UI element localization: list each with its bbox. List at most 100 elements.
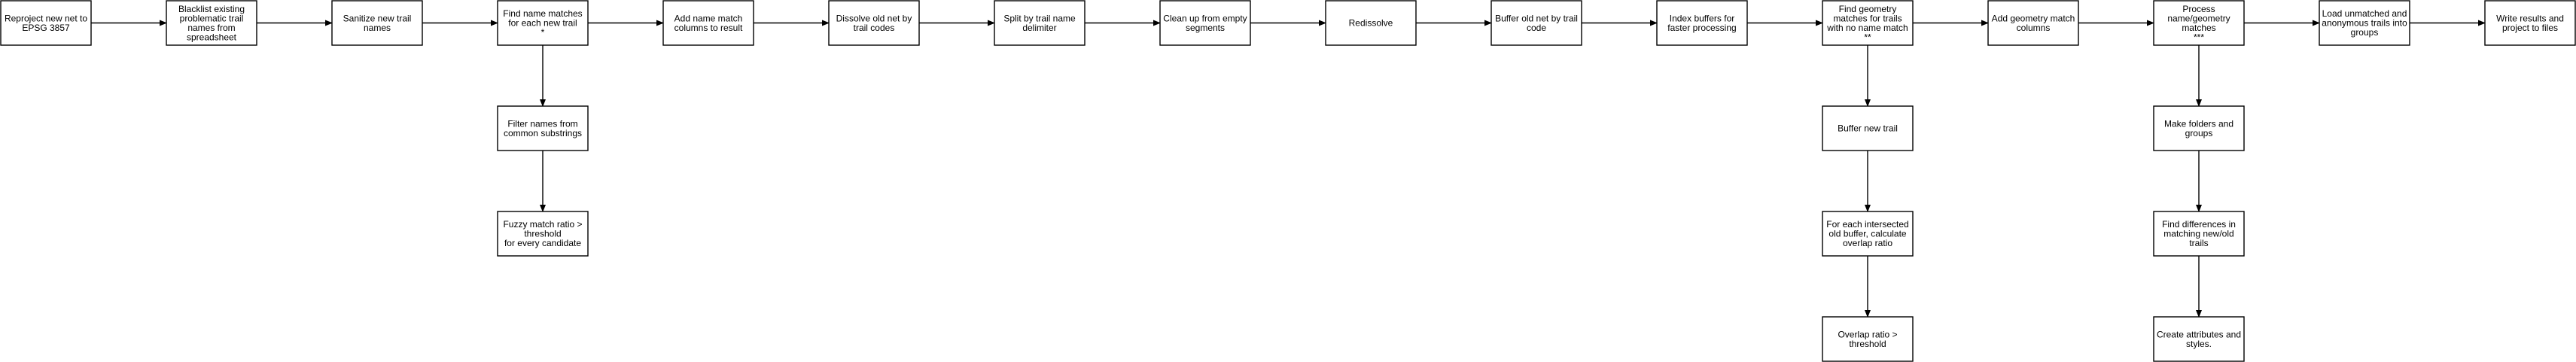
flowchart-node-label: faster processing [1667, 23, 1736, 33]
flowchart-node-label: Blacklist existing [178, 4, 245, 14]
flowchart-node-label: Redissolve [1349, 18, 1393, 29]
flowchart-node-label: Find name matches [503, 8, 582, 19]
flowchart-node-label: trails [2189, 238, 2208, 248]
flowchart-node-label: threshold [524, 229, 561, 239]
flowchart-node-box [1822, 316, 1914, 362]
flowchart-node-label: Index buffers for [1670, 13, 1735, 23]
flowchart-node-label: Buffer old net by trail [1495, 13, 1578, 23]
flowchart-node-box [2153, 0, 2245, 46]
flowchart-node-label: styles. [2186, 339, 2212, 349]
flowchart-edges [91, 20, 2486, 318]
flowchart-node-label: overlap ratio [1843, 238, 1892, 248]
flowchart-node-box [1656, 0, 1748, 46]
flowchart-node-label: code [1527, 23, 1546, 33]
flowchart-node-label: project to files [2502, 23, 2558, 33]
flowchart-node-box [497, 211, 589, 257]
flowchart-node-label: Clean up from empty [1163, 13, 1247, 23]
flowchart-node-label: Fuzzy match ratio > [503, 219, 582, 230]
flowchart-node-label: Overlap ratio > [1838, 329, 1897, 339]
flowchart-node-box [1490, 0, 1582, 46]
flowchart-node-label: Filter names from [507, 118, 577, 129]
flowchart-node-label: Make folders and [2164, 118, 2233, 129]
flowchart-node-box [2319, 0, 2410, 46]
flowchart-node-label: Dissolve old net by [836, 13, 912, 23]
flowchart-node-label: Add name match [674, 13, 743, 23]
flowchart-node-label: ** [1864, 32, 1871, 42]
flowchart-node-box [1325, 0, 1417, 46]
flowchart-node-label: common substrings [504, 128, 582, 138]
flowchart-node-box [1159, 0, 1251, 46]
flowchart-node-label: for each new trail [508, 18, 577, 29]
flowchart-node-box [1987, 0, 2079, 46]
flowchart-node-label: with no name match [1826, 23, 1908, 33]
flowchart-node-box [2484, 0, 2576, 46]
flowchart-node-label: matches [2182, 23, 2215, 33]
flowchart-node-b1: Buffer new trail [1822, 105, 1914, 151]
flowchart-node-label: name/geometry [2167, 13, 2230, 23]
flowchart-node-label: * [541, 27, 545, 38]
flowchart-node-box [994, 0, 1086, 46]
flowchart-node-label: Load unmatched and [2322, 8, 2407, 19]
flowchart-node-label: threshold [1849, 339, 1886, 349]
flowchart-node-box [1822, 0, 1914, 46]
flowchart-node-label: *** [2194, 32, 2204, 42]
flowchart-node-box [497, 105, 589, 151]
flowchart-node-label: problematic trail [180, 13, 244, 23]
flowchart-node-label: Reproject new net to [5, 13, 87, 23]
flowchart-node-box [331, 0, 423, 46]
flowchart-node-label: For each intersected [1826, 219, 1908, 230]
flowchart-node-box [828, 0, 920, 46]
flowchart-node-box [0, 0, 92, 46]
flowchart-node-label: Add geometry match [1992, 13, 2075, 23]
flowchart-node-box [166, 0, 257, 46]
flowchart-node-box [2153, 211, 2245, 257]
flowchart-node-box [1822, 105, 1914, 151]
flowchart-node-label: Write results and [2496, 13, 2564, 23]
flowchart-node-b3: Overlap ratio >threshold [1822, 316, 1914, 362]
flowchart-node-label: columns to result [674, 23, 743, 33]
flowchart-node-label: matching new/old [2163, 229, 2233, 239]
flowchart-node-label: names from [187, 23, 235, 33]
flowchart-node-label: delimiter [1022, 23, 1056, 33]
flowchart-node-box [662, 0, 754, 46]
flowchart-node-label: Process [2182, 4, 2215, 14]
flowchart-node-label: old buffer, calculate [1828, 229, 1907, 239]
flowchart-node-label: Buffer new trail [1838, 123, 1898, 134]
flowchart-node-label: Create attributes and [2157, 329, 2241, 339]
flowchart-node-label: Split by trail name [1003, 13, 1076, 23]
flowchart-node-label: segments [1186, 23, 1225, 33]
flowchart-node-label: Find geometry [1839, 4, 1897, 14]
flowchart-node-label: spreadsheet [187, 32, 237, 42]
flowchart-node-n9: Redissolve [1325, 0, 1417, 46]
flowchart-node-box [2153, 316, 2245, 362]
flowchart-node-label: for every candidate [504, 238, 581, 248]
flowchart-node-label: names [364, 23, 391, 33]
flowchart-node-box [2153, 105, 2245, 151]
flowchart-node-label: EPSG 3857 [22, 23, 70, 33]
flowchart-node-label: Find differences in [2162, 219, 2236, 230]
flowchart-node-label: columns [2017, 23, 2051, 33]
flowchart-node-label: groups [2185, 128, 2213, 138]
